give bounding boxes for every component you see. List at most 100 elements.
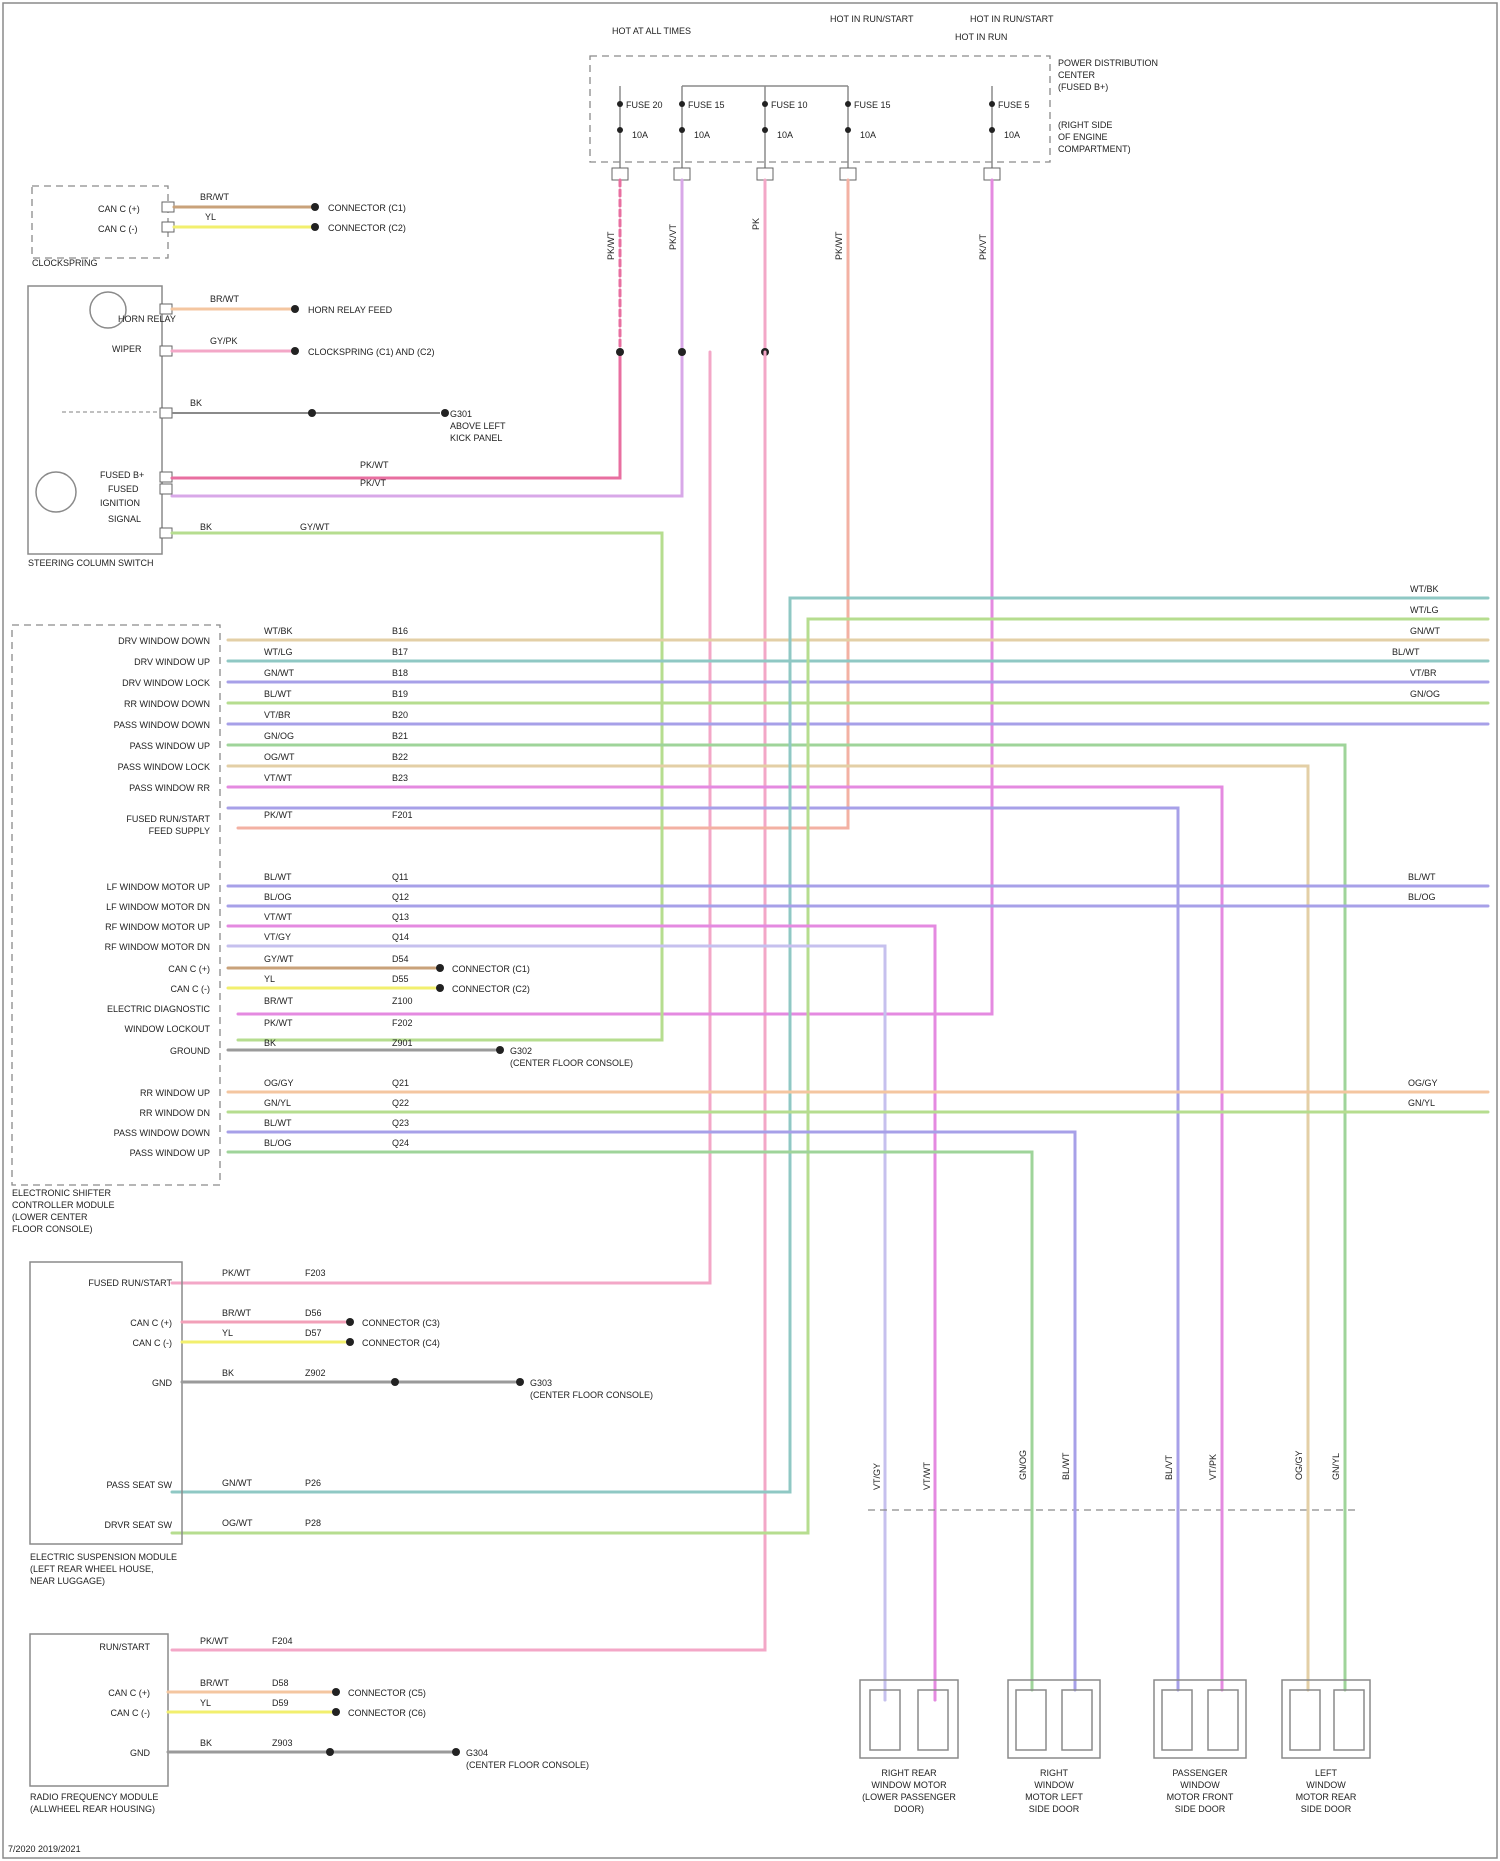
mid-module-name-3: NEAR LUGGAGE): [30, 1576, 105, 1586]
fuse-2-name: FUSE 15: [688, 100, 725, 110]
main-right-wire-4: BL/WT: [1392, 647, 1420, 657]
main-lower-right-1: BL/WT: [1408, 872, 1436, 882]
bottom-pin-1: RUN/START: [99, 1642, 150, 1652]
main-code-b2: Q22: [392, 1098, 409, 1108]
main-gnd-dest-1: G302: [510, 1046, 532, 1056]
fuse-5-name: FUSE 5: [998, 100, 1030, 110]
main-pin-u6: PASS WINDOW UP: [130, 741, 210, 751]
fuse-3-name: FUSE 10: [771, 100, 808, 110]
main-pin-b2: RR WINDOW DN: [140, 1108, 211, 1118]
main-wire-u1: WT/BK: [264, 626, 293, 636]
fuse-block: HOT AT ALL TIMES HOT IN RUN/START HOT IN…: [590, 14, 1158, 260]
page-code: 7/2020 2019/2021: [8, 1844, 81, 1854]
motor-1-name-3: (LOWER PASSENGER: [862, 1792, 956, 1802]
main-right-wire-2: WT/LG: [1410, 605, 1439, 615]
fuse-4-amps: 10A: [860, 130, 876, 140]
mid-code-4: Z902: [305, 1368, 326, 1378]
mid-wire-3: YL: [222, 1328, 233, 1338]
main-right-wire-1: WT/BK: [1410, 584, 1439, 594]
mid-code-5: P26: [305, 1478, 321, 1488]
motor-2-name-1: RIGHT: [1040, 1768, 1069, 1778]
main-pin-l8: WINDOW LOCKOUT: [125, 1024, 211, 1034]
main-pin-b3: PASS WINDOW DOWN: [114, 1128, 210, 1138]
main-wire-b4: BL/OG: [264, 1138, 292, 1148]
clockspring-wire-1: BR/WT: [200, 192, 229, 202]
motor-4-name-4: SIDE DOOR: [1301, 1804, 1352, 1814]
main-code-l7: Z100: [392, 996, 413, 1006]
clockspring-pin-2: CAN C (-): [98, 224, 138, 234]
steering-dest-4: ABOVE LEFT: [450, 421, 506, 431]
motor-4-wire-1: OG/GY: [1294, 1450, 1304, 1480]
steering-pin-4: FUSED: [108, 484, 139, 494]
bottom-dest-1: CONNECTOR (C5): [348, 1688, 426, 1698]
fuse-wire-5: PK/VT: [978, 233, 988, 260]
supply-wires: [172, 180, 992, 1650]
main-pin-l2: LF WINDOW MOTOR DN: [106, 902, 210, 912]
steering-pin-1: HORN RELAY: [118, 314, 176, 324]
motor-1-name-1: RIGHT REAR: [881, 1768, 937, 1778]
steering-wire-7: BK: [200, 522, 212, 532]
motor-3-name-4: SIDE DOOR: [1175, 1804, 1226, 1814]
fuse-3: FUSE 10 10A: [762, 86, 808, 172]
bottom-dest-2: CONNECTOR (C6): [348, 1708, 426, 1718]
steering-pin-6: SIGNAL: [108, 514, 141, 524]
motor-2-name-3: MOTOR LEFT: [1025, 1792, 1083, 1802]
steering-dest-1: HORN RELAY FEED: [308, 305, 393, 315]
bottom-code-2: D58: [272, 1678, 289, 1688]
fuse-block-title-1: POWER DISTRIBUTION: [1058, 58, 1158, 68]
mid-pin-2: CAN C (+): [130, 1318, 172, 1328]
mid-dest-3: G303: [530, 1378, 552, 1388]
bottom-code-4: Z903: [272, 1738, 293, 1748]
page-frame: [3, 3, 1497, 1858]
main-wire-l3: VT/WT: [264, 912, 292, 922]
main-pin-u8: PASS WINDOW RR: [129, 783, 210, 793]
clockspring: CLOCKSPRING CAN C (+) CAN C (-) BR/WT YL…: [32, 186, 406, 268]
main-code-u3: B18: [392, 668, 408, 678]
main-wire-l4: VT/GY: [264, 932, 291, 942]
main-module-name-1: ELECTRONIC SHIFTER: [12, 1188, 112, 1198]
main-module-name-3: (LOWER CENTER: [12, 1212, 88, 1222]
bottom-wire-1: PK/WT: [200, 1636, 229, 1646]
bottom-dest-4: (CENTER FLOOR CONSOLE): [466, 1760, 589, 1770]
main-pin-l7: ELECTRIC DIAGNOSTIC: [107, 1004, 211, 1014]
motor-2-wire-1: GN/OG: [1018, 1450, 1028, 1480]
mid-code-6: P28: [305, 1518, 321, 1528]
bottom-module-name-1: RADIO FREQUENCY MODULE: [30, 1792, 158, 1802]
power-feed: FUSED RUN/START FEED SUPPLY PK/WT F201: [126, 810, 412, 836]
main-code-u2: B17: [392, 647, 408, 657]
mid-module-name-1: ELECTRIC SUSPENSION MODULE: [30, 1552, 177, 1562]
bottom-module-name-2: (ALLWHEEL REAR HOUSING): [30, 1804, 155, 1814]
fuse-2: FUSE 15 10A: [679, 86, 725, 172]
fuse-1: FUSE 20 10A: [617, 86, 663, 172]
main-pin-l1: LF WINDOW MOTOR UP: [107, 882, 210, 892]
motor-4-name-2: WINDOW: [1306, 1780, 1346, 1790]
motor-4: OG/GY GN/YL LEFT WINDOW MOTOR REAR SIDE …: [1282, 1450, 1370, 1814]
main-code-l6: D55: [392, 974, 409, 984]
fuse-4: FUSE 15 10A: [845, 86, 891, 172]
lower-pin-group: LF WINDOW MOTOR UP LF WINDOW MOTOR DN RF…: [105, 882, 211, 1056]
fuse-block-title-2: CENTER: [1058, 70, 1096, 80]
fuse-block-note-2: OF ENGINE: [1058, 132, 1108, 142]
main-wire-u7: OG/WT: [264, 752, 295, 762]
upper-pin-group: DRV WINDOW DOWN DRV WINDOW UP DRV WINDOW…: [114, 636, 211, 793]
main-canc-dest-1: CONNECTOR (C1): [452, 964, 530, 974]
motor-3-name-2: WINDOW: [1180, 1780, 1220, 1790]
fuse-wire-1: PK/WT: [606, 231, 616, 260]
main-wire-l2: BL/OG: [264, 892, 292, 902]
steering-pin-3: FUSED B+: [100, 470, 144, 480]
main-right-wire-5: VT/BR: [1410, 668, 1437, 678]
main-code-b3: Q23: [392, 1118, 409, 1128]
hot-label-2: HOT IN RUN/START: [830, 14, 914, 24]
steering-wire-6: GY/WT: [300, 522, 330, 532]
mid-dest-2: CONNECTOR (C4): [362, 1338, 440, 1348]
main-power-code: F201: [392, 810, 413, 820]
bottom-wire-2: BR/WT: [200, 1678, 229, 1688]
main-pin-l5: CAN C (+): [168, 964, 210, 974]
main-code-u6: B21: [392, 731, 408, 741]
electronic-shifter-module: ELECTRONIC SHIFTER CONTROLLER MODULE (LO…: [12, 584, 1488, 1700]
main-code-l2: Q12: [392, 892, 409, 902]
hot-label-4: HOT IN RUN: [955, 32, 1007, 42]
main-wire-l9: BK: [264, 1038, 276, 1048]
main-pin-b4: PASS WINDOW UP: [130, 1148, 210, 1158]
bottom-code-3: D59: [272, 1698, 289, 1708]
